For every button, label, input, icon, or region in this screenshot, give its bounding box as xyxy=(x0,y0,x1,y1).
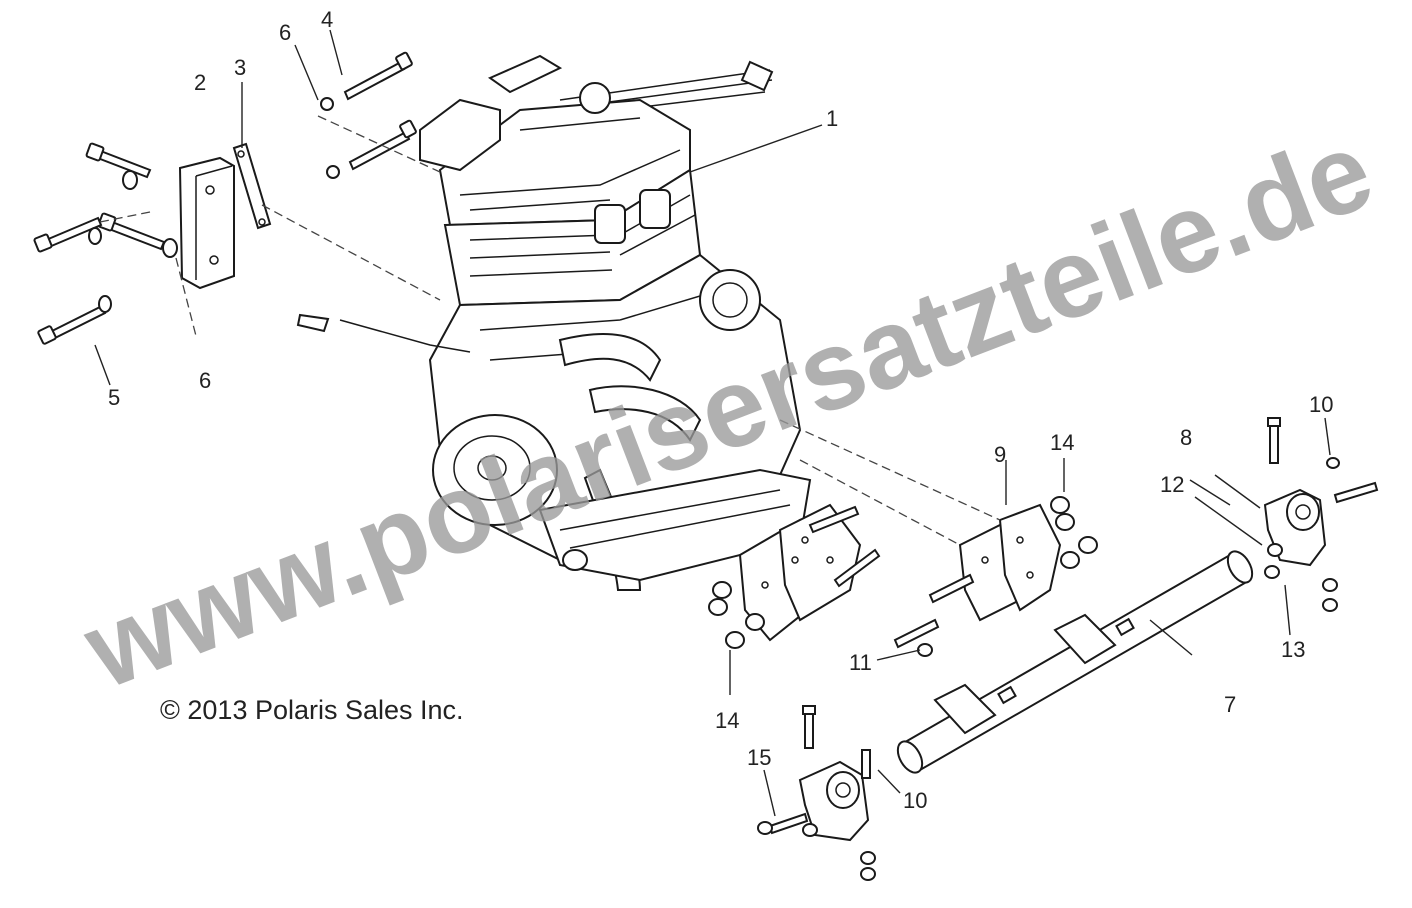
bolt-group-left xyxy=(33,142,178,345)
callout-1: 1 xyxy=(826,106,838,131)
engine-assembly xyxy=(296,54,812,591)
callout-11: 11 xyxy=(849,650,872,675)
engine-mount-tube xyxy=(896,550,1254,774)
right-mount-bracket xyxy=(1263,417,1379,612)
callout-6-top: 6 xyxy=(279,20,291,45)
left-dash-lines xyxy=(99,115,441,337)
callout-8: 8 xyxy=(1180,425,1192,450)
callout-numbers: 1 2 3 4 5 6 6 7 8 9 10 10 11 12 13 14 14… xyxy=(108,7,1333,813)
copyright-notice: © 2013 Polaris Sales Inc. xyxy=(160,695,464,725)
callout-12: 12 xyxy=(1160,472,1184,497)
callout-2: 2 xyxy=(194,70,206,95)
callout-6-bottom: 6 xyxy=(199,368,211,393)
callout-13: 13 xyxy=(1281,637,1305,662)
upper-bolts xyxy=(320,51,417,179)
callout-10-bottom: 10 xyxy=(903,788,927,813)
rear-dash-lines xyxy=(779,419,1001,546)
callout-4: 4 xyxy=(321,7,333,32)
callout-5: 5 xyxy=(108,385,120,410)
front-engine-bracket xyxy=(178,156,235,290)
leader-lines xyxy=(94,29,1331,817)
left-mount-bracket xyxy=(757,705,876,881)
callout-15: 15 xyxy=(747,745,771,770)
callout-7: 7 xyxy=(1224,692,1236,717)
callout-9: 9 xyxy=(994,442,1006,467)
callout-10-top: 10 xyxy=(1309,392,1333,417)
callout-14-bottom: 14 xyxy=(715,708,739,733)
watermark-text: www.polarisersatzteile.de xyxy=(68,106,1388,712)
engine-mount-link xyxy=(232,142,272,230)
callout-14-top: 14 xyxy=(1050,430,1074,455)
callout-3: 3 xyxy=(234,55,246,80)
rear-mount-plates xyxy=(708,496,1098,657)
